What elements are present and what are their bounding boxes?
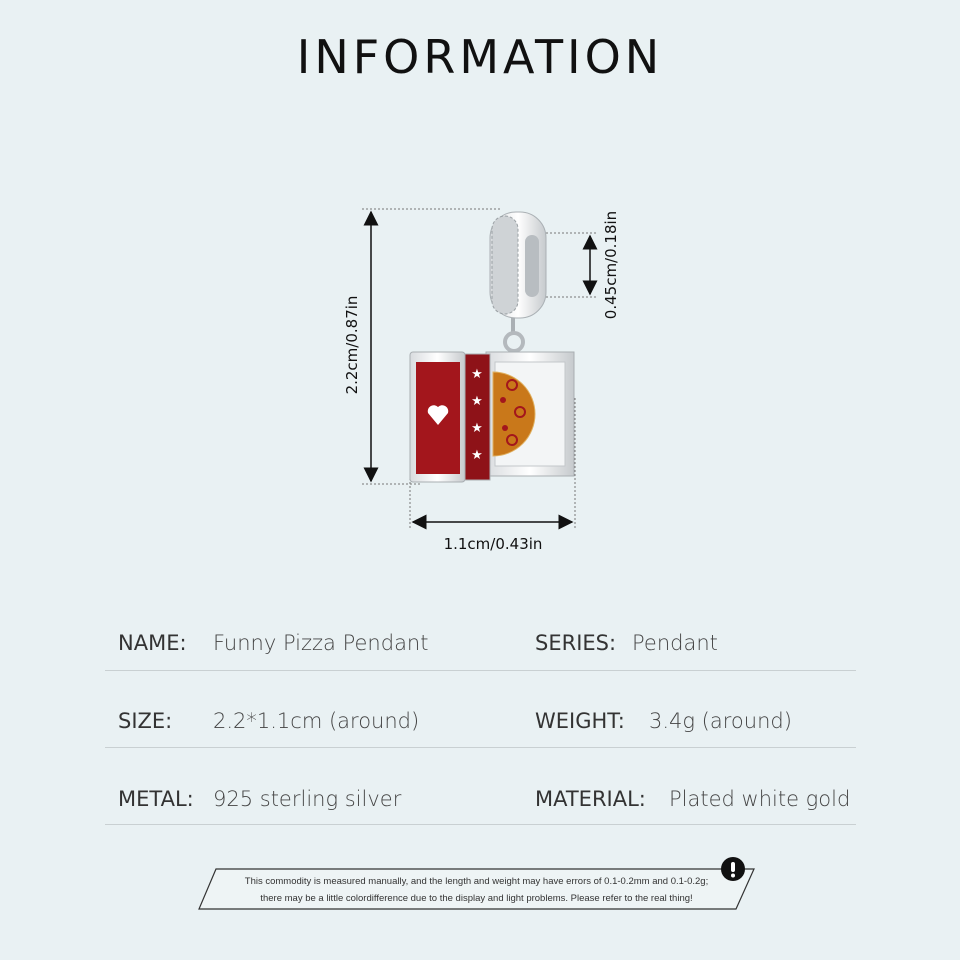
series-value: Pendant [632, 631, 718, 655]
spec-row-metal: METAL: 925 sterling silver MATERIAL: Pla… [105, 747, 856, 825]
spec-row-name: NAME: Funny Pizza Pendant SERIES: Pendan… [105, 593, 856, 671]
notice-line-1: This commodity is measured manually, and… [244, 876, 709, 887]
metal-value: 925 sterling silver [213, 787, 402, 811]
weight-label: WEIGHT: [535, 709, 625, 733]
svg-text:★: ★ [471, 393, 483, 408]
dimension-lines [362, 208, 598, 530]
notice-line-2: there may be a little colordifference du… [260, 893, 693, 904]
pendant-bail [489, 211, 547, 353]
svg-text:★: ★ [471, 420, 483, 435]
metal-label: METAL: [118, 787, 194, 811]
weight-value: 3.4g (around) [649, 709, 792, 733]
notice-frame [198, 868, 755, 910]
page-title: INFORMATION [296, 30, 664, 84]
name-value: Funny Pizza Pendant [213, 631, 429, 655]
series-label: SERIES: [535, 631, 617, 655]
svg-text:★: ★ [471, 447, 483, 462]
exclamation-icon [721, 857, 745, 881]
size-label: SIZE: [118, 709, 173, 733]
size-value: 2.2*1.1cm (around) [213, 709, 420, 733]
product-illustration: ★ ★ ★ ★ [362, 208, 598, 530]
material-value: Plated white gold [669, 787, 851, 811]
material-label: MATERIAL: [535, 787, 646, 811]
width-dimension-label: 1.1cm/0.43in [443, 535, 543, 553]
spec-row-size: SIZE: 2.2*1.1cm (around) WEIGHT: 3.4g (a… [105, 670, 856, 748]
notice-text: This commodity is measured manually, and… [198, 873, 755, 907]
name-label: NAME: [118, 631, 187, 655]
svg-text:★: ★ [471, 366, 483, 381]
loop-dimension-label: 0.45cm/0.18in [602, 210, 620, 320]
pizza-box: ★ ★ ★ ★ [409, 351, 575, 483]
height-dimension-label: 2.2cm/0.87in [343, 295, 361, 395]
